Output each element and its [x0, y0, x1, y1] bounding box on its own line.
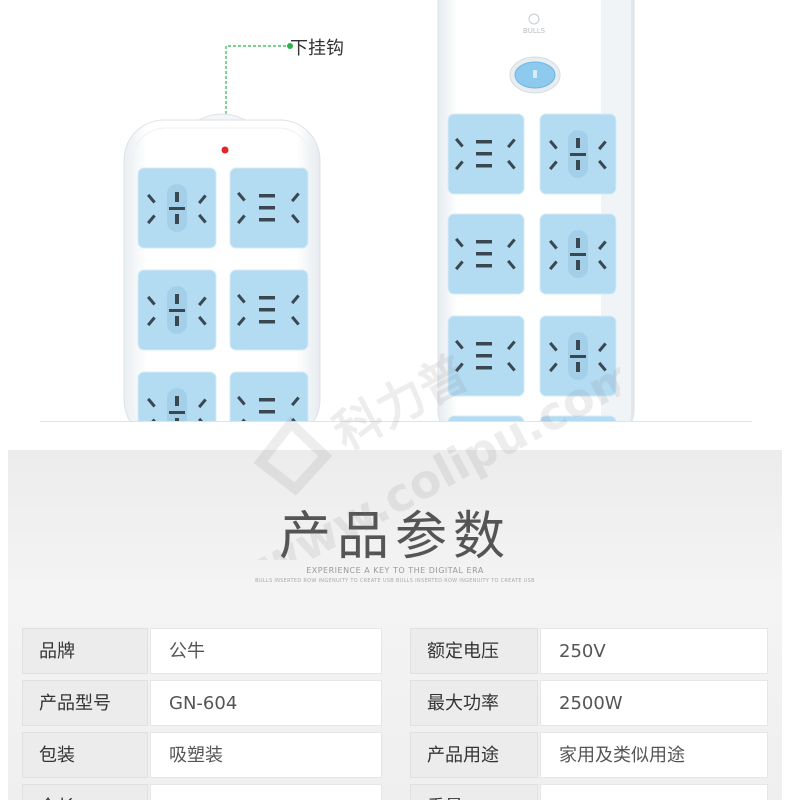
spec-key: 包装: [22, 732, 148, 778]
spec-value: 3m: [150, 784, 382, 800]
spec-value: 2500W: [540, 680, 768, 726]
hook-label: 下挂钩: [290, 38, 344, 59]
socket-outlet-icon: [539, 315, 617, 397]
socket-outlet-icon: [229, 167, 309, 249]
spec-key: 全长: [22, 784, 148, 800]
spec-key: 产品用途: [410, 732, 538, 778]
socket-outlet-icon: [539, 213, 617, 295]
section-subtitle: EXPERIENCE A KEY TO THE DIGITAL ERA: [306, 566, 484, 575]
socket-outlet-icon: [137, 371, 217, 422]
spec-value: 吸塑装: [150, 732, 382, 778]
socket-outlet-icon: [539, 113, 617, 195]
socket-outlet-icon: [447, 415, 525, 422]
power-strip-left: [122, 104, 322, 422]
spec-key: 产品型号: [22, 680, 148, 726]
indicator-light-icon: [221, 146, 229, 154]
power-strip-right: BULLS: [436, 0, 636, 422]
spec-key: 额定电压: [410, 628, 538, 674]
section-subtitle-small: BULLS INSERTED ROW INGENUITY TO CREATE U…: [255, 578, 535, 584]
spec-key: 重量: [410, 784, 538, 800]
product-photo: 下挂钩: [40, 0, 752, 422]
spec-value: 家用及类似用途: [540, 732, 768, 778]
socket-outlet-icon: [447, 113, 525, 195]
socket-outlet-icon: [137, 167, 217, 249]
svg-text:BULLS: BULLS: [523, 27, 546, 35]
socket-outlet-icon: [229, 269, 309, 351]
hook-callout-line: [225, 43, 293, 114]
socket-outlet-icon: [539, 415, 617, 422]
spec-key: 最大功率: [410, 680, 538, 726]
socket-outlet-icon: [229, 371, 309, 422]
power-switch-icon: [509, 56, 561, 94]
floor-line: [40, 421, 752, 422]
spec-value: GN-604: [150, 680, 382, 726]
spec-value: 627.6g: [540, 784, 768, 800]
section-title: 产品参数: [278, 507, 511, 567]
spec-key: 品牌: [22, 628, 148, 674]
socket-outlet-icon: [137, 269, 217, 351]
socket-outlet-icon: [447, 213, 525, 295]
socket-outlet-icon: [447, 315, 525, 397]
spec-value: 250V: [540, 628, 768, 674]
spec-value: 公牛: [150, 628, 382, 674]
